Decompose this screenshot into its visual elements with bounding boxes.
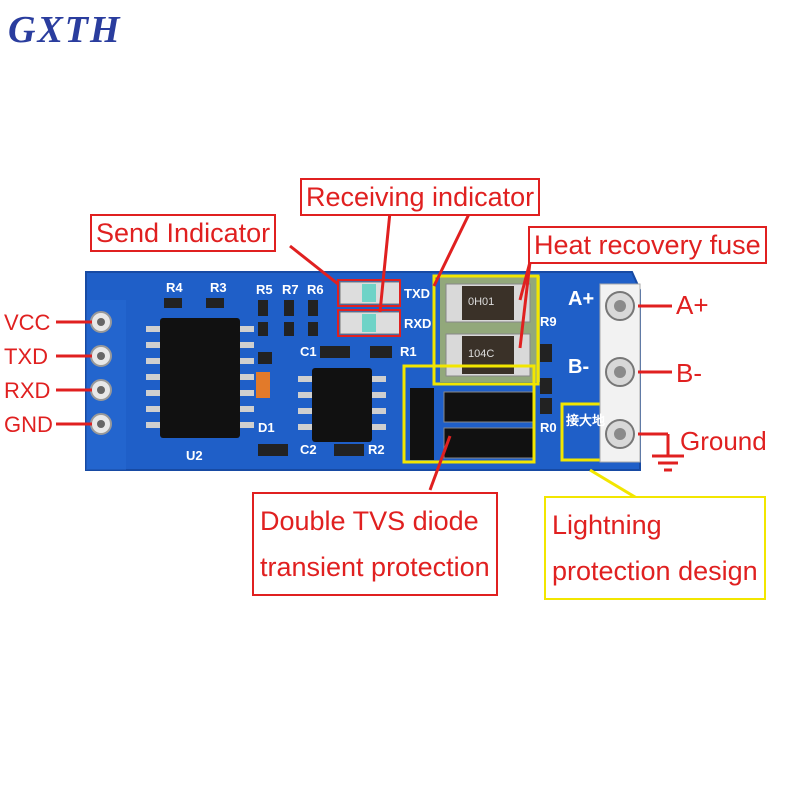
terminal-label-b-minus: B- — [676, 358, 702, 388]
silk-a-plus: A+ — [568, 288, 595, 310]
silk-r7: R7 — [282, 282, 299, 297]
fuse-highlight-box — [432, 274, 540, 386]
silk-r2: R2 — [368, 442, 385, 457]
pin-label-txd: TXD — [4, 344, 48, 369]
brand-logo: GXTH — [8, 9, 122, 51]
terminal-label-a-plus: A+ — [676, 290, 709, 320]
tvs-callout: Double TVS diode transient protection — [252, 492, 498, 596]
lightning-leader — [589, 468, 641, 502]
silk-rxd: RXD — [404, 316, 432, 331]
tvs-diodes — [410, 388, 535, 460]
tvs-highlight-box — [402, 364, 536, 464]
silk-u2: U2 — [186, 448, 203, 463]
silk-fuse1: 0H01 — [468, 296, 495, 308]
silk-ground-cn: 接大地 — [566, 413, 606, 428]
heat-fuse-callout: Heat recovery fuse — [528, 226, 767, 264]
pin-label-vcc: VCC — [4, 310, 51, 335]
silk-r4: R4 — [166, 280, 183, 295]
silk-r1: R1 — [400, 344, 417, 359]
send-led-box — [337, 279, 401, 307]
silk-txd: TXD — [404, 286, 430, 301]
chip-u2 — [146, 318, 254, 438]
pin-label-gnd: GND — [4, 412, 53, 437]
lightning-callout: Lightning protection design — [544, 496, 766, 600]
leds — [339, 281, 401, 335]
silk-r0: R0 — [540, 420, 557, 435]
chip-small — [298, 368, 386, 442]
tvs-callout-line1: Double TVS diode — [260, 506, 479, 536]
silk-c1: C1 — [300, 344, 317, 359]
silk-c2: C2 — [300, 442, 317, 457]
leader-lines — [56, 211, 684, 491]
silk-d1: D1 — [258, 420, 275, 435]
receive-led-box — [337, 309, 401, 337]
lightning-callout-line2: protection design — [552, 556, 758, 586]
screw-terminals — [599, 283, 641, 463]
pin-label-rxd: RXD — [4, 378, 51, 403]
lightning-callout-line1: Lightning — [552, 510, 662, 540]
silk-r9: R9 — [540, 314, 557, 329]
silk-r5: R5 — [256, 282, 273, 297]
silk-r6: R6 — [307, 282, 324, 297]
tvs-callout-line2: transient protection — [260, 552, 490, 582]
silk-fuse2: 104C — [468, 348, 495, 360]
silk-r3: R3 — [210, 280, 227, 295]
diode-d1 — [256, 372, 270, 398]
silk-b-minus: B- — [568, 356, 590, 378]
receiving-indicator-callout: Receiving indicator — [300, 178, 541, 216]
terminal-label-ground: Ground — [680, 426, 767, 456]
smd-components — [164, 298, 552, 456]
send-indicator-callout: Send Indicator — [90, 214, 277, 252]
